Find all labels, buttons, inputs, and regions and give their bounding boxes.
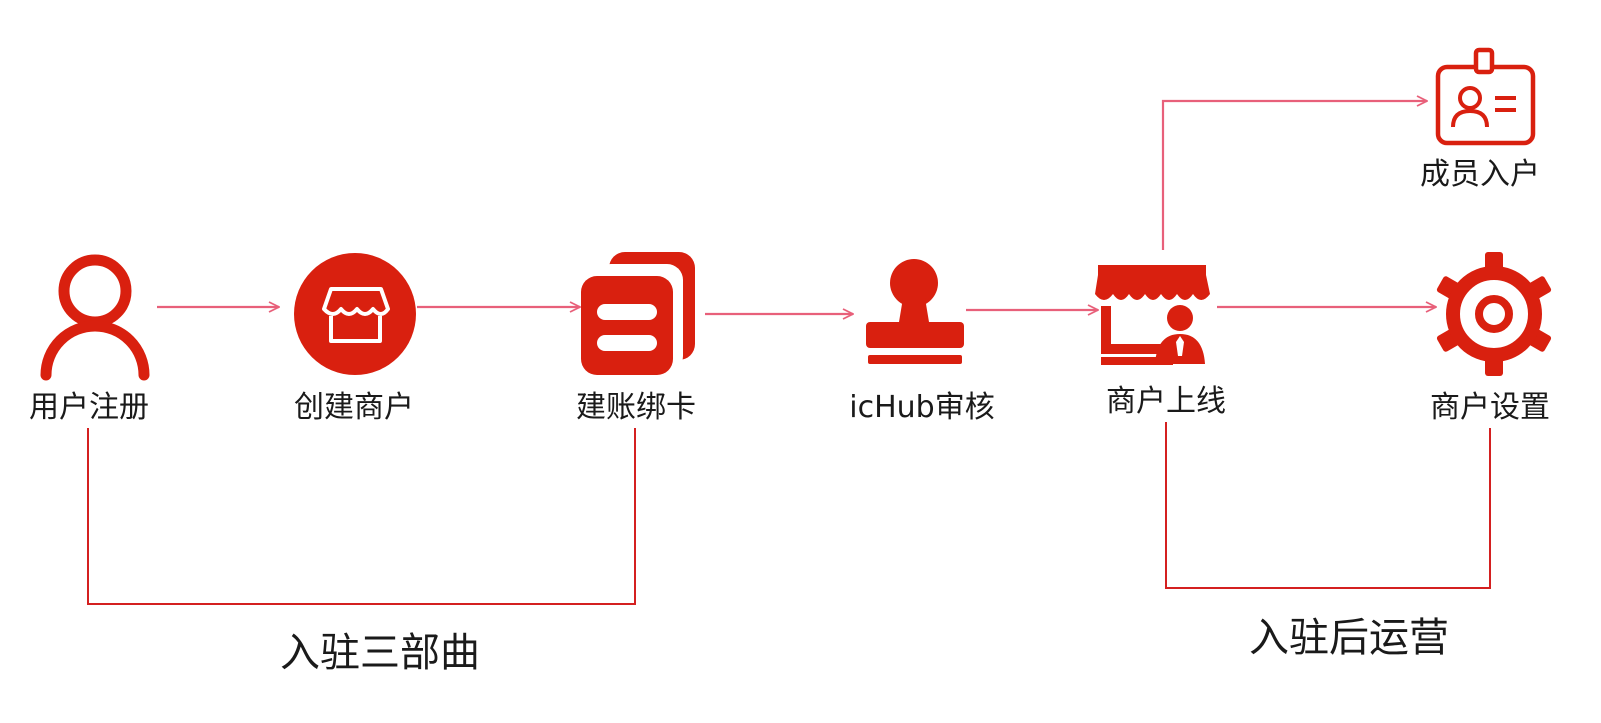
bracket-operations <box>1165 422 1491 589</box>
bracket-onboarding <box>87 428 636 605</box>
user-icon <box>40 254 150 381</box>
step-label-account-binding: 建账绑卡 <box>576 390 696 425</box>
group-label-operations: 入驻后运营 <box>1249 615 1449 661</box>
step-label-register: 用户注册 <box>29 390 149 425</box>
ledger-cards-icon <box>581 252 695 375</box>
gear-icon <box>1436 252 1552 376</box>
store-circle-icon <box>294 253 416 375</box>
step-label-members: 成员入户 <box>1420 157 1540 192</box>
step-label-create-merchant: 创建商户 <box>294 390 414 425</box>
step-label-settings: 商户设置 <box>1430 390 1550 425</box>
storefront-person-icon <box>1095 265 1210 365</box>
step-label-review: icHub审核 <box>849 390 994 425</box>
group-label-onboarding: 入驻三部曲 <box>280 630 480 676</box>
id-badge-icon <box>1435 47 1536 146</box>
arrow-online-to-members <box>1161 101 1427 250</box>
stamp-icon <box>866 259 964 364</box>
step-label-online: 商户上线 <box>1106 384 1226 419</box>
